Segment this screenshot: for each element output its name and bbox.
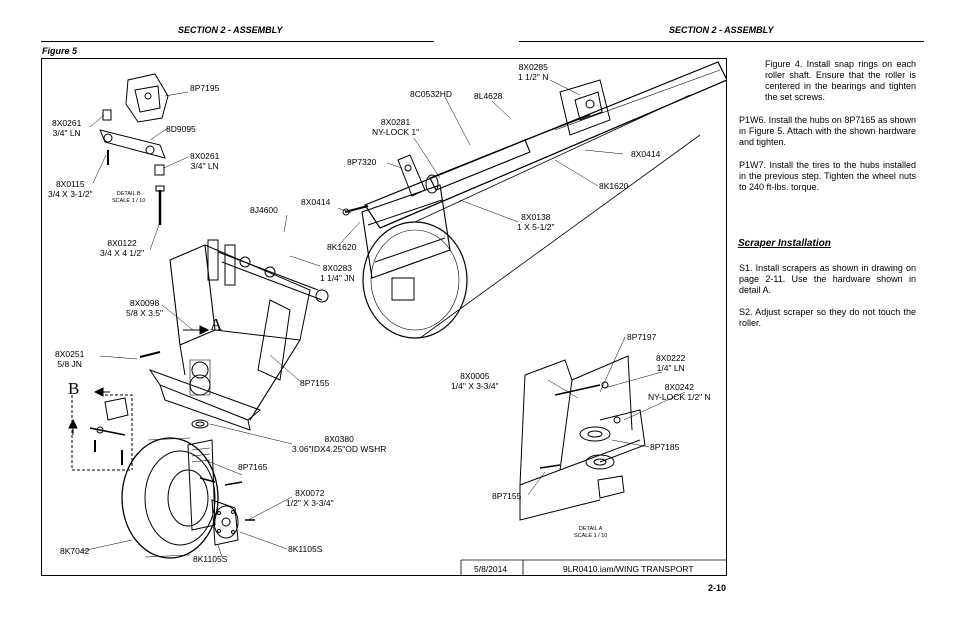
drawing-frame — [41, 58, 727, 576]
callout-8K1620-left: 8K1620 — [327, 242, 357, 252]
callout-spec: 1/4" X 3-3/4" — [451, 381, 499, 391]
callout-8D9095: 8D9095 — [166, 124, 196, 134]
page-number: 2-10 — [708, 583, 727, 593]
callout-8P7185: 8P7185 — [650, 442, 680, 452]
callout-8P7165: 8P7165 — [238, 462, 268, 472]
instruction-s1: S1. Install scrapers as shown in drawing… — [739, 263, 916, 295]
callout-part: 8X0380 — [324, 434, 354, 444]
detail-marker-a: A — [210, 315, 223, 334]
header-rule-right — [519, 41, 924, 42]
callout-part: 8X0261 — [52, 118, 82, 128]
callout-8K1620-right: 8K1620 — [599, 181, 629, 191]
callout-part: 8X0098 — [129, 298, 160, 308]
title-block-date: 5/8/2014 — [474, 564, 508, 574]
header-left: SECTION 2 - ASSEMBLY — [178, 25, 283, 35]
figure-title: Figure 5 — [42, 46, 78, 56]
callout-part: 8X0072 — [295, 488, 325, 498]
header-right: SECTION 2 - ASSEMBLY — [669, 25, 774, 35]
callout-part: 8X0281 — [380, 117, 411, 127]
callout-spec: NY-LOCK 1/2" N — [648, 392, 711, 402]
callout-8K1105S-right: 8K1105S — [288, 544, 323, 554]
callout-part: 8X0122 — [107, 238, 137, 248]
callout-spec: 5/8 X 3.5" — [126, 308, 164, 318]
callout-part: 8X0251 — [55, 349, 85, 359]
callout-part: 8X0222 — [656, 353, 686, 363]
detail-marker-b: B — [68, 379, 80, 398]
header-rule-left — [41, 41, 434, 42]
instruction-s2: S2. Adjust scraper so they do not touch … — [739, 307, 916, 328]
callout-8C0532HD: 8C0532HD — [410, 89, 453, 99]
scraper-installation-heading: Scraper Installation — [738, 238, 831, 249]
detail-name: DETAIL A — [578, 526, 603, 532]
instruction-p1w7: P1W7. Install the tires to the hubs inst… — [739, 160, 916, 192]
callout-8P7197: 8P7197 — [627, 332, 657, 342]
callout-spec: 1/2" X 3-3/4" — [286, 498, 334, 508]
callout-8K1105S-left: 8K1105S — [193, 554, 228, 564]
callout-8X0414-right: 8X0414 — [631, 149, 661, 159]
detail-scale: SCALE 1 / 10 — [112, 198, 146, 204]
detail-scale: SCALE 1 / 10 — [574, 533, 608, 539]
callout-part: 8X0285 — [518, 62, 548, 72]
title-block-file: 9LR0410.iam/WING TRANSPORT — [563, 564, 694, 574]
instruction-figure4: Figure 4. Install snap rings on each rol… — [765, 59, 916, 102]
callout-8X0414-left: 8X0414 — [301, 197, 331, 207]
callout-spec: 5/8 JN — [57, 359, 82, 369]
callout-part: 8X0283 — [322, 263, 352, 273]
callout-spec: 1 1/4" JN — [320, 273, 355, 283]
callout-spec: 1 1/2" N — [518, 72, 549, 82]
callout-spec: 3/4 X 3-1/2" — [48, 189, 93, 199]
callout-part: 8X0138 — [521, 212, 551, 222]
callout-8P7320: 8P7320 — [347, 157, 377, 167]
assembly-drawing — [68, 61, 727, 576]
callout-8P7155-right: 8P7155 — [492, 491, 522, 501]
callout-spec: 1/4" LN — [656, 363, 685, 373]
callout-spec: 3.06"IDX4.25"OD WSHR — [292, 444, 387, 454]
callout-8P7195: 8P7195 — [190, 83, 220, 93]
callout-8K7042: 8K7042 — [60, 546, 90, 556]
callout-8J4600: 8J4600 — [250, 205, 278, 215]
callout-part: 8X0242 — [664, 382, 694, 392]
instruction-p1w6: P1W6. Install the hubs on 8P7165 as show… — [739, 115, 916, 147]
callout-part: 8X0115 — [55, 179, 85, 189]
callout-spec: 3/4" LN — [52, 128, 81, 138]
detail-name: DETAIL B — [116, 191, 141, 197]
callout-spec: 1 X 5-1/2" — [517, 222, 555, 232]
callout-part: 8X0261 — [190, 151, 220, 161]
callout-8L4628: 8L4628 — [474, 91, 503, 101]
callout-8P7155-left: 8P7155 — [300, 378, 330, 388]
callout-spec: 3/4" LN — [190, 161, 219, 171]
callout-part: 8X0005 — [460, 371, 490, 381]
callout-spec: 3/4 X 4 1/2" — [100, 248, 145, 258]
callout-spec: NY-LOCK 1" — [372, 127, 420, 137]
